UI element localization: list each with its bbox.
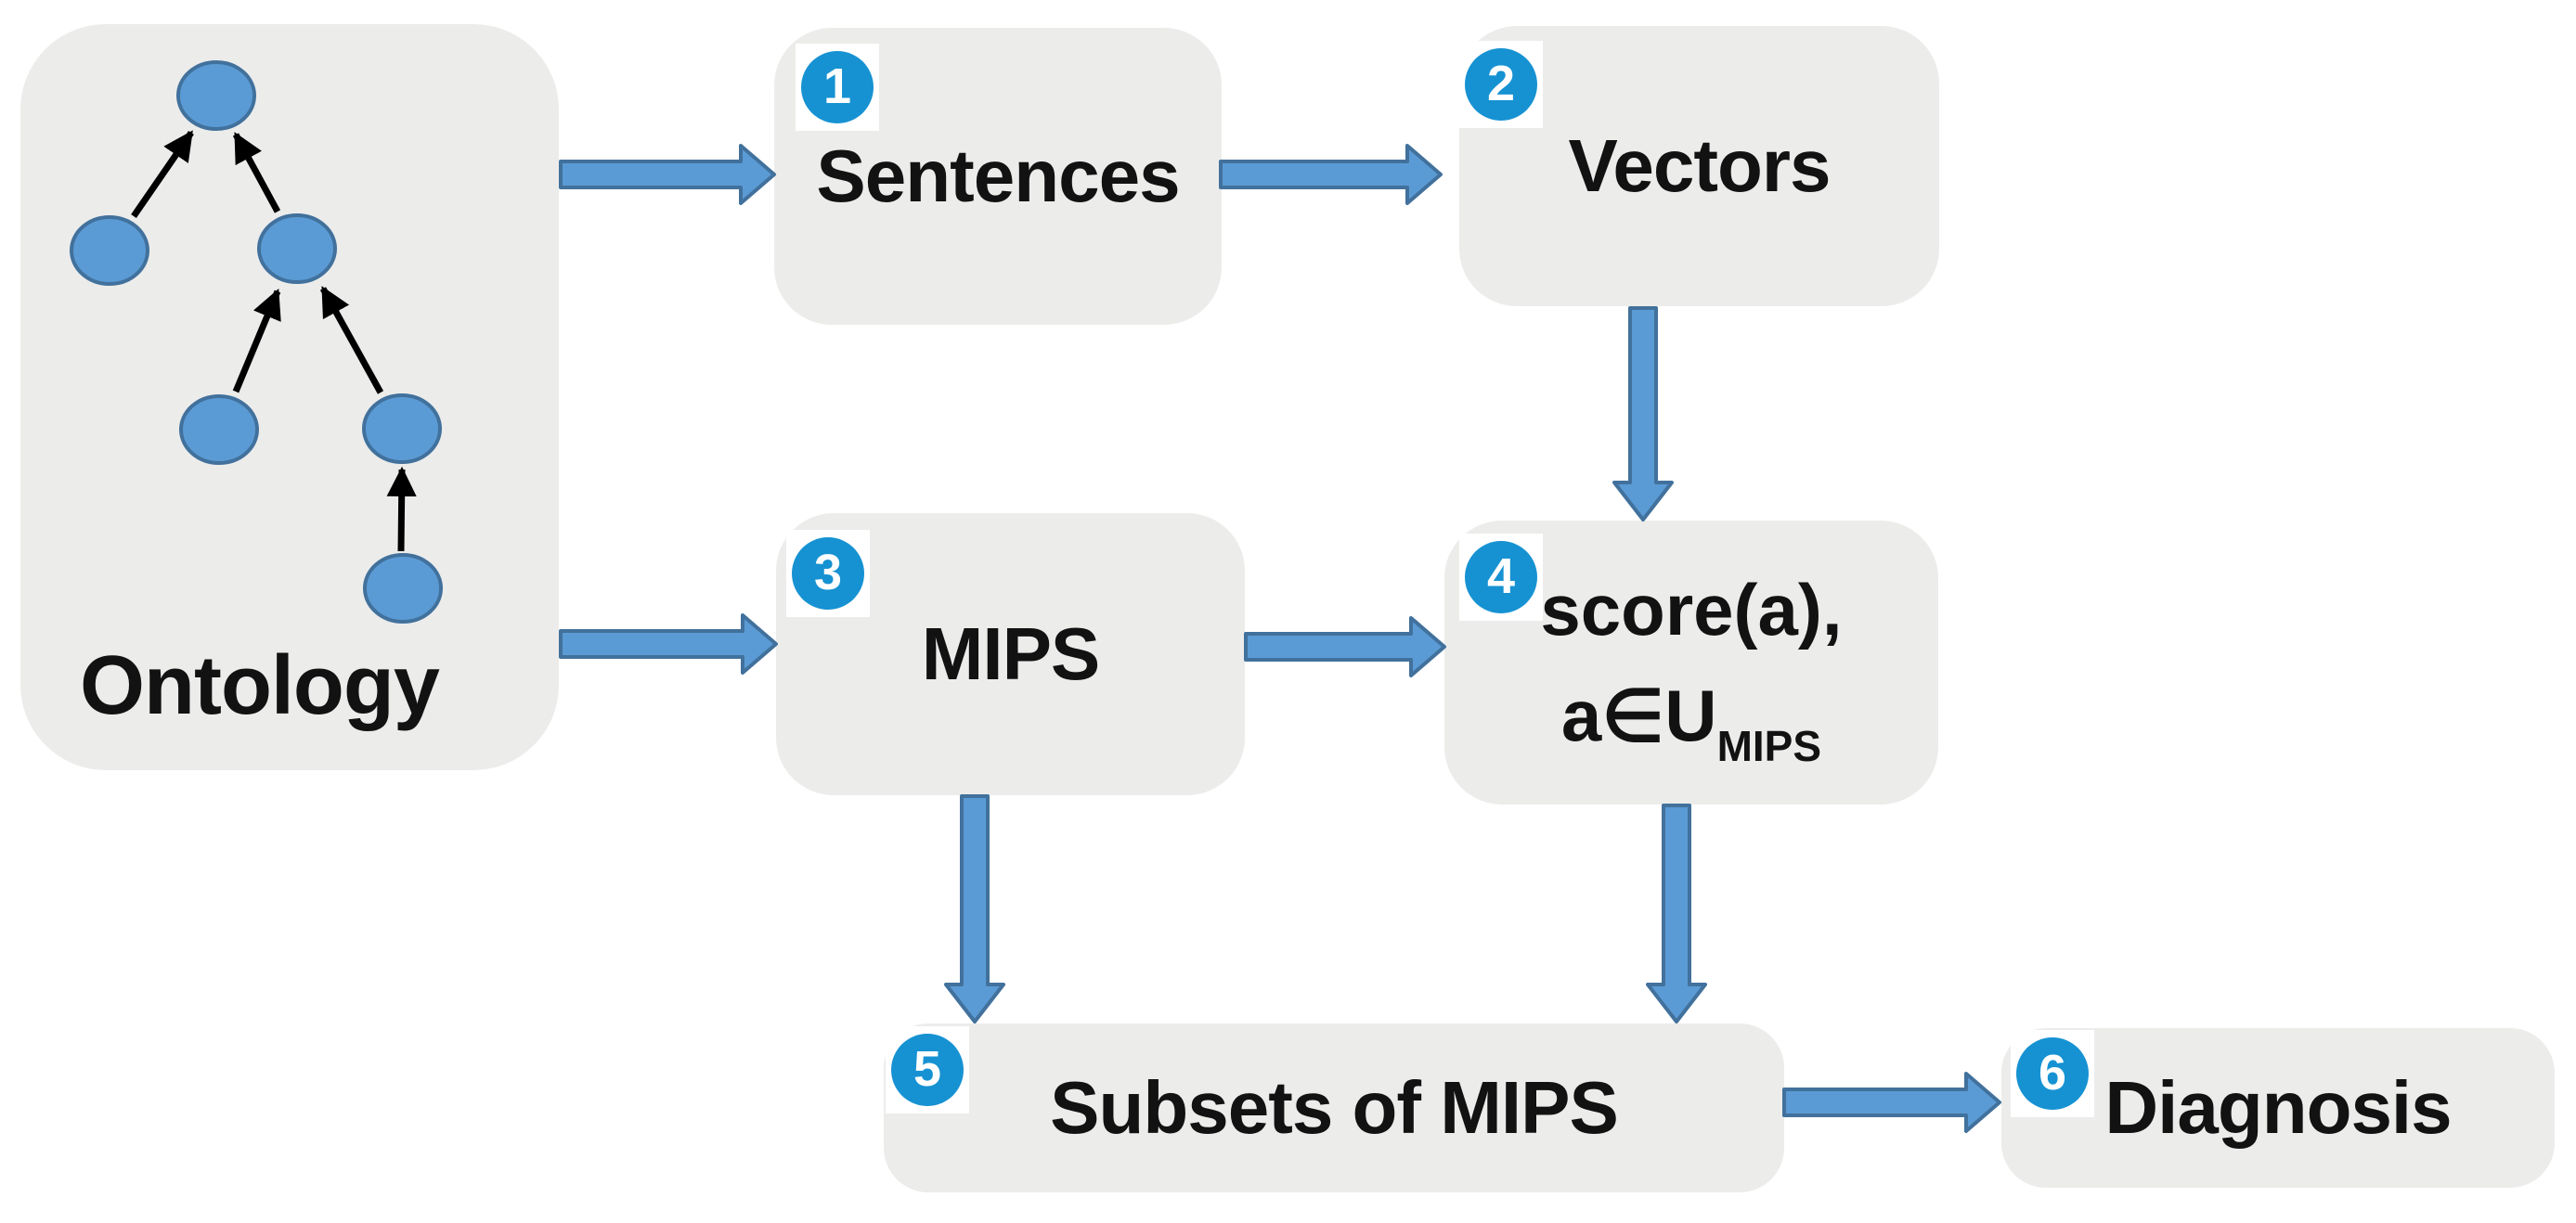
diagnosis-label: Diagnosis — [2104, 1066, 2452, 1149]
step-number-4: 4 — [1465, 541, 1537, 613]
box-ontology — [20, 24, 559, 770]
arrow-ontology-to-sentences — [559, 144, 776, 205]
vectors-label: Vectors — [1568, 124, 1831, 207]
step-badge-6: 6 — [2011, 1030, 2094, 1117]
arrow-ontology-to-mips — [559, 613, 778, 675]
arrow-mips-to-score — [1244, 616, 1446, 677]
arrow-vectors-to-score — [1612, 306, 1674, 521]
step-number-2: 2 — [1465, 48, 1537, 121]
score-formula-line1: score(a), — [1540, 568, 1843, 650]
ontology-label: Ontology — [80, 639, 440, 732]
mips-label: MIPS — [921, 612, 1101, 695]
step-badge-2: 2 — [1459, 41, 1543, 128]
box-vectors: Vectors — [1459, 26, 1939, 306]
box-subsets-of-mips: Subsets of MIPS — [884, 1023, 1784, 1192]
arrow-score-to-subsets — [1646, 804, 1707, 1023]
score-formula-line2: a∈UMIPS — [1561, 663, 1821, 779]
arrow-sentences-to-vectors — [1219, 144, 1443, 205]
step-badge-4: 4 — [1459, 534, 1543, 621]
step-number-1: 1 — [801, 51, 874, 123]
step-badge-5: 5 — [886, 1026, 969, 1114]
step-badge-3: 3 — [786, 530, 870, 617]
score-formula: score(a), a∈UMIPS — [1540, 557, 1842, 779]
arrow-mips-to-subsets — [944, 794, 1005, 1023]
step-badge-1: 1 — [796, 44, 879, 131]
step-number-3: 3 — [792, 537, 864, 610]
score-formula-subscript: MIPS — [1716, 721, 1822, 770]
arrow-subsets-to-diagnosis — [1782, 1072, 2001, 1133]
sentences-label: Sentences — [816, 135, 1180, 217]
subsets-label: Subsets of MIPS — [1050, 1066, 1619, 1149]
step-number-5: 5 — [891, 1034, 964, 1106]
step-number-6: 6 — [2016, 1037, 2089, 1110]
score-formula-line2-main: a∈U — [1560, 674, 1717, 756]
